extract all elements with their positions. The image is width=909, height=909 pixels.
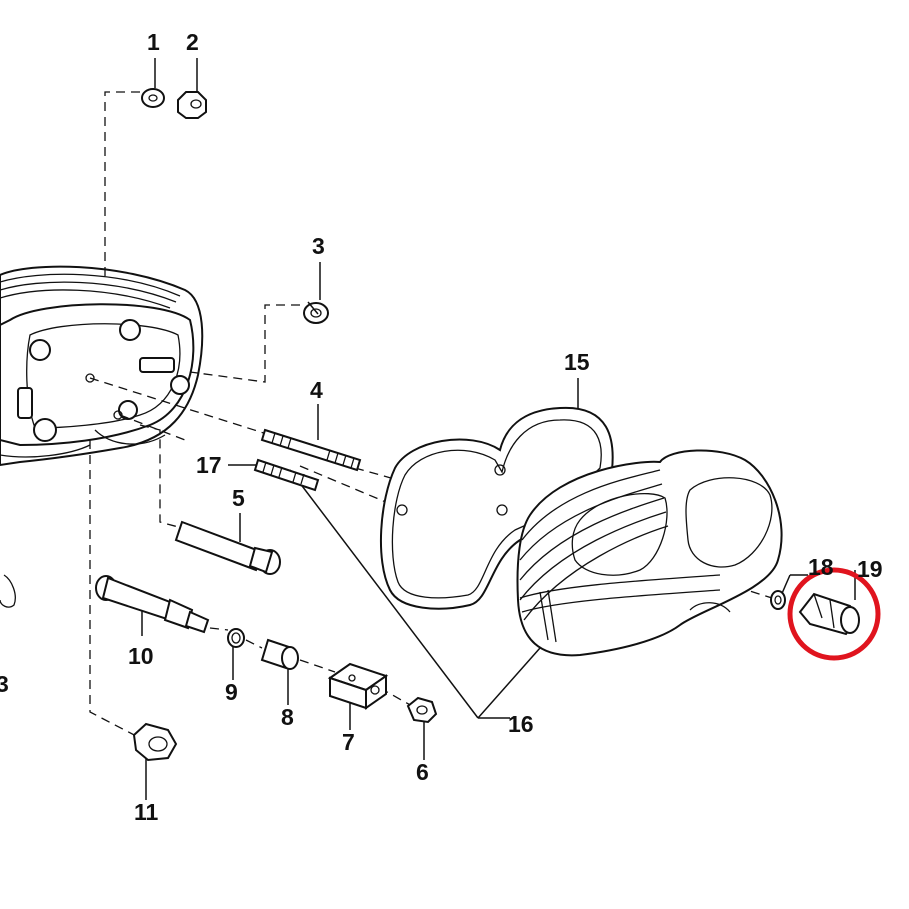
callout-18: 18 bbox=[808, 554, 834, 580]
part-16-valve-cover bbox=[516, 449, 783, 657]
callout-2: 2 bbox=[186, 29, 199, 55]
callout-6: 6 bbox=[416, 759, 429, 785]
callout-16: 16 bbox=[508, 711, 534, 737]
callout-3-cut: 3 bbox=[0, 671, 9, 697]
callout-19: 19 bbox=[857, 556, 883, 582]
callout-10: 10 bbox=[128, 643, 154, 669]
callout-3: 3 bbox=[312, 233, 325, 259]
callout-11: 11 bbox=[134, 799, 159, 825]
part-10-bolt bbox=[95, 575, 210, 634]
part-11-cap-nut bbox=[132, 722, 178, 762]
callout-1: 1 bbox=[147, 29, 160, 55]
part-1-washer bbox=[141, 88, 165, 108]
part-2-nut bbox=[177, 91, 207, 119]
part-6-acorn-nut bbox=[406, 696, 438, 724]
part-3-spring-washer bbox=[303, 301, 329, 324]
callout-17: 17 bbox=[196, 452, 222, 478]
cylinder-head bbox=[0, 265, 204, 608]
callout-8: 8 bbox=[281, 704, 294, 730]
leader-lines bbox=[89, 58, 856, 800]
highlight-circle bbox=[787, 567, 881, 661]
callout-7: 7 bbox=[342, 729, 355, 755]
part-17-stud bbox=[253, 458, 320, 492]
callout-15: 15 bbox=[564, 349, 590, 375]
part-19-cap-nut bbox=[798, 592, 860, 636]
part-9-o-ring bbox=[227, 628, 245, 648]
part-8-bushing bbox=[260, 638, 299, 670]
part-5-sleeve bbox=[174, 520, 281, 575]
part-18-washer bbox=[770, 590, 786, 610]
part-4-stud bbox=[260, 428, 362, 472]
callout-9: 9 bbox=[225, 679, 238, 705]
callout-4: 4 bbox=[310, 377, 323, 403]
callout-5: 5 bbox=[232, 485, 245, 511]
part-7-block bbox=[327, 662, 389, 710]
